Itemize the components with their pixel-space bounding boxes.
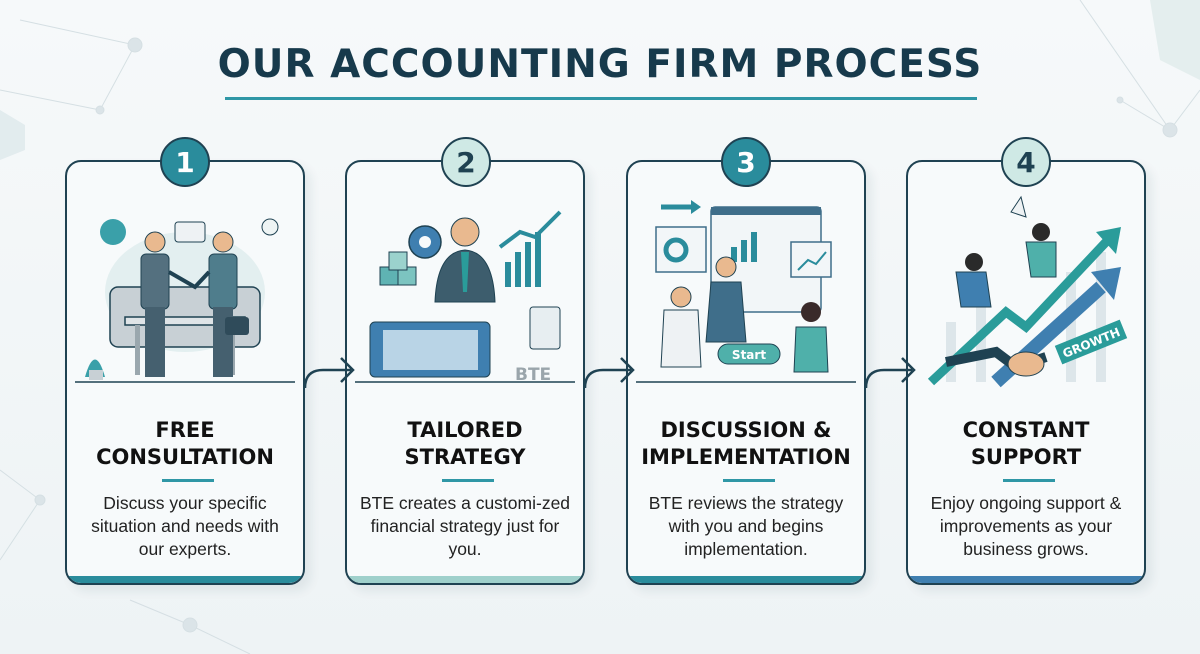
- step-heading-line: DISCUSSION &: [660, 418, 832, 442]
- heading-divider: [162, 479, 214, 482]
- arrow-right-icon: [864, 357, 916, 389]
- title-underline: [225, 97, 977, 100]
- step-description: Discuss your specific situation and need…: [91, 493, 279, 559]
- card-accent-bar: [347, 576, 583, 583]
- step-number: 1: [175, 145, 195, 179]
- step-heading: CONSTANT SUPPORT: [908, 417, 1144, 471]
- step-heading-line: CONSULTATION: [96, 445, 274, 469]
- step-number: 4: [1016, 145, 1036, 179]
- card-accent-bar: [628, 576, 864, 583]
- step-heading: TAILORED STRATEGY: [347, 417, 583, 471]
- step-heading-line: IMPLEMENTATION: [641, 445, 851, 469]
- step-heading-line: TAILORED: [407, 418, 523, 442]
- step-card-discussion-implementation: Start DISCUSSION & IMPLEMENTATION BTE rev…: [626, 160, 866, 585]
- step-number-badge: 1: [160, 137, 210, 187]
- step-description: Enjoy ongoing support & improvements as …: [930, 493, 1122, 559]
- heading-divider: [442, 479, 494, 482]
- card-accent-bar: [67, 576, 303, 583]
- step-description: BTE reviews the strategy with you and be…: [648, 493, 844, 559]
- strategy-planning-illustration: BTE: [355, 210, 575, 385]
- bte-label: BTE: [515, 365, 551, 385]
- growth-arrow-illustration: GROWTH: [927, 195, 1128, 388]
- step-card-tailored-strategy: BTE TAILORED STRATEGY BTE creates a custo…: [345, 160, 585, 585]
- arrow-right-icon: [583, 357, 635, 389]
- page-title: OUR ACCOUNTING FIRM PROCESS: [217, 42, 983, 87]
- step-card-constant-support: GROWTH CONSTANT SUPPORT Enjoy ongoing sup…: [906, 160, 1146, 585]
- step-heading: DISCUSSION & IMPLEMENTATION: [628, 417, 864, 471]
- step-number-badge: 2: [441, 137, 491, 187]
- step-heading: FREE CONSULTATION: [67, 417, 303, 471]
- step-number: 2: [456, 145, 476, 179]
- arrow-right-icon: [303, 357, 355, 389]
- heading-divider: [1003, 479, 1055, 482]
- step-heading-line: CONSTANT: [962, 418, 1090, 442]
- team-dashboard-illustration: Start: [636, 200, 856, 383]
- handshake-meeting-illustration: [75, 218, 295, 383]
- card-accent-bar: [908, 576, 1144, 583]
- step-heading-line: STRATEGY: [404, 445, 526, 469]
- step-card-free-consultation: FREE CONSULTATION Discuss your specific s…: [65, 160, 305, 585]
- step-heading-line: SUPPORT: [970, 445, 1082, 469]
- step-description: BTE creates a customi-zed financial stra…: [359, 493, 571, 559]
- start-label: Start: [732, 348, 766, 362]
- heading-divider: [723, 479, 775, 482]
- step-heading-line: FREE: [155, 418, 215, 442]
- step-number-badge: 3: [721, 137, 771, 187]
- step-number: 3: [736, 145, 756, 179]
- step-number-badge: 4: [1001, 137, 1051, 187]
